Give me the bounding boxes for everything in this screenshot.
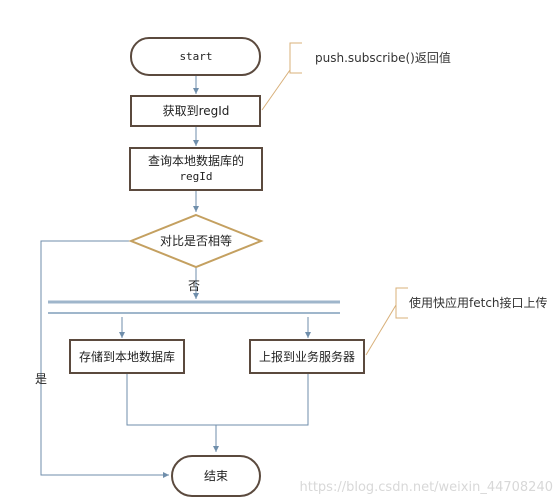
fetch-note-text: 使用快应用fetch接口上传 bbox=[409, 295, 548, 310]
end-node: 结束 bbox=[171, 455, 261, 497]
store-local-label: 存储到本地数据库 bbox=[79, 349, 175, 364]
subscribe-note-leader bbox=[261, 69, 291, 111]
decision-label: 对比是否相等 bbox=[160, 234, 232, 248]
decision-node: 对比是否相等 bbox=[128, 213, 264, 269]
fetch-note-bracket bbox=[395, 287, 408, 319]
query-node: 查询本地数据库的 regId bbox=[129, 147, 263, 191]
query-label-line2: regId bbox=[179, 170, 212, 183]
start-label: start bbox=[179, 50, 212, 63]
no-label: 否 bbox=[188, 279, 200, 293]
report-server-node: 上报到业务服务器 bbox=[249, 339, 365, 374]
start-node: start bbox=[130, 37, 261, 76]
connectors bbox=[40, 75, 311, 478]
get-regid-shape bbox=[130, 95, 261, 127]
edge-decision-yes bbox=[40, 240, 169, 478]
store-local-node: 存储到本地数据库 bbox=[69, 339, 185, 374]
start-shape bbox=[130, 37, 261, 76]
end-shape bbox=[171, 455, 261, 497]
report-server-shape bbox=[249, 339, 365, 374]
fetch-note-leader bbox=[365, 304, 397, 356]
store-local-shape bbox=[69, 339, 185, 374]
yes-label: 是 bbox=[35, 372, 47, 386]
watermark: https://blog.csdn.net/weixin_44708240 bbox=[299, 480, 553, 495]
sync-bar bbox=[48, 300, 340, 314]
decision-shape bbox=[128, 213, 264, 269]
end-label: 结束 bbox=[204, 469, 228, 483]
query-shape bbox=[129, 147, 263, 191]
subscribe-note-text: push.subscribe()返回值 bbox=[315, 50, 451, 65]
query-label-line1: 查询本地数据库的 bbox=[148, 153, 244, 168]
report-server-label: 上报到业务服务器 bbox=[259, 349, 355, 364]
edge-merge bbox=[126, 374, 309, 426]
get-regid-node: 获取到regId bbox=[130, 95, 261, 127]
subscribe-note: push.subscribe()返回值 bbox=[261, 42, 451, 111]
get-regid-label: 获取到regId bbox=[163, 104, 230, 118]
fetch-note: 使用快应用fetch接口上传 bbox=[365, 287, 548, 356]
subscribe-note-bracket bbox=[289, 42, 302, 74]
